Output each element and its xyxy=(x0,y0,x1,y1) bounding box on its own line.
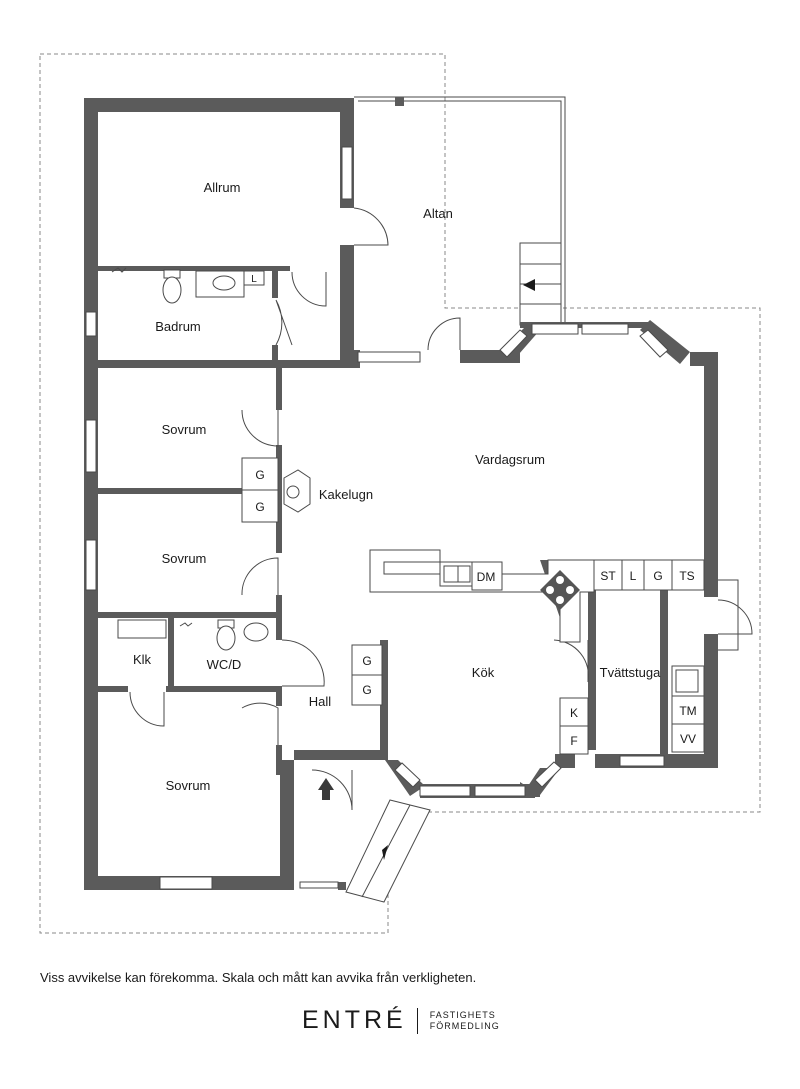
fixture-label-l: L xyxy=(251,274,257,285)
room-label-badrum: Badrum xyxy=(155,319,201,334)
brand-logo: ENTRÉ FASTIGHETS FÖRMEDLING xyxy=(302,1006,500,1035)
room-label-sovrum: Sovrum xyxy=(166,778,211,793)
fixture-label-g: G xyxy=(362,683,371,697)
altan-outline xyxy=(354,96,566,326)
room-label-altan: Altan xyxy=(423,206,453,221)
logo-wordmark: ENTRÉ xyxy=(302,1006,407,1034)
fixture-label-dm: DM xyxy=(477,570,496,584)
fixture-labels: L G G G G DM ST L G TS K F TM VV xyxy=(251,274,696,748)
doors xyxy=(129,207,753,903)
room-label-allrum: Allrum xyxy=(204,180,241,195)
fixture-label-f: F xyxy=(570,734,577,748)
logo-subtitle-line: FASTIGHETS xyxy=(429,1009,496,1020)
logo-subtitle-line: FÖRMEDLING xyxy=(429,1020,500,1031)
room-label-wcd: WC/D xyxy=(207,657,242,672)
floor-plan: Allrum Altan Badrum Sovrum Sovrum Sovrum… xyxy=(39,53,761,934)
fixture-label-l: L xyxy=(630,569,637,583)
plot-outline xyxy=(39,53,761,934)
fixtures xyxy=(111,267,705,755)
fixture-label-g: G xyxy=(255,500,264,514)
room-label-klk: Klk xyxy=(133,652,152,667)
room-label-sovrum: Sovrum xyxy=(162,422,207,437)
room-labels: Allrum Altan Badrum Sovrum Sovrum Sovrum… xyxy=(133,180,661,793)
fixture-label-k: K xyxy=(570,706,578,720)
fixture-label-vv: VV xyxy=(680,732,696,746)
room-label-hall: Hall xyxy=(309,694,332,709)
fixture-label-g: G xyxy=(653,569,662,583)
fixture-label-g: G xyxy=(255,468,264,482)
room-label-vardagsrum: Vardagsrum xyxy=(475,452,545,467)
room-label-kakelugn: Kakelugn xyxy=(319,487,373,502)
disclaimer-text: Viss avvikelse kan förekomma. Skala och … xyxy=(40,970,477,985)
fixture-label-g: G xyxy=(362,654,371,668)
room-label-kok: Kök xyxy=(472,665,495,680)
room-label-tvattstuga: Tvättstuga xyxy=(600,665,661,680)
fixture-label-st: ST xyxy=(600,569,616,583)
fixture-label-ts: TS xyxy=(679,569,694,583)
windows xyxy=(85,146,669,890)
room-label-sovrum: Sovrum xyxy=(162,551,207,566)
logo-divider xyxy=(416,1007,418,1034)
fixture-label-tm: TM xyxy=(679,704,696,718)
logo-subtitle: FASTIGHETS FÖRMEDLING xyxy=(430,1010,500,1032)
